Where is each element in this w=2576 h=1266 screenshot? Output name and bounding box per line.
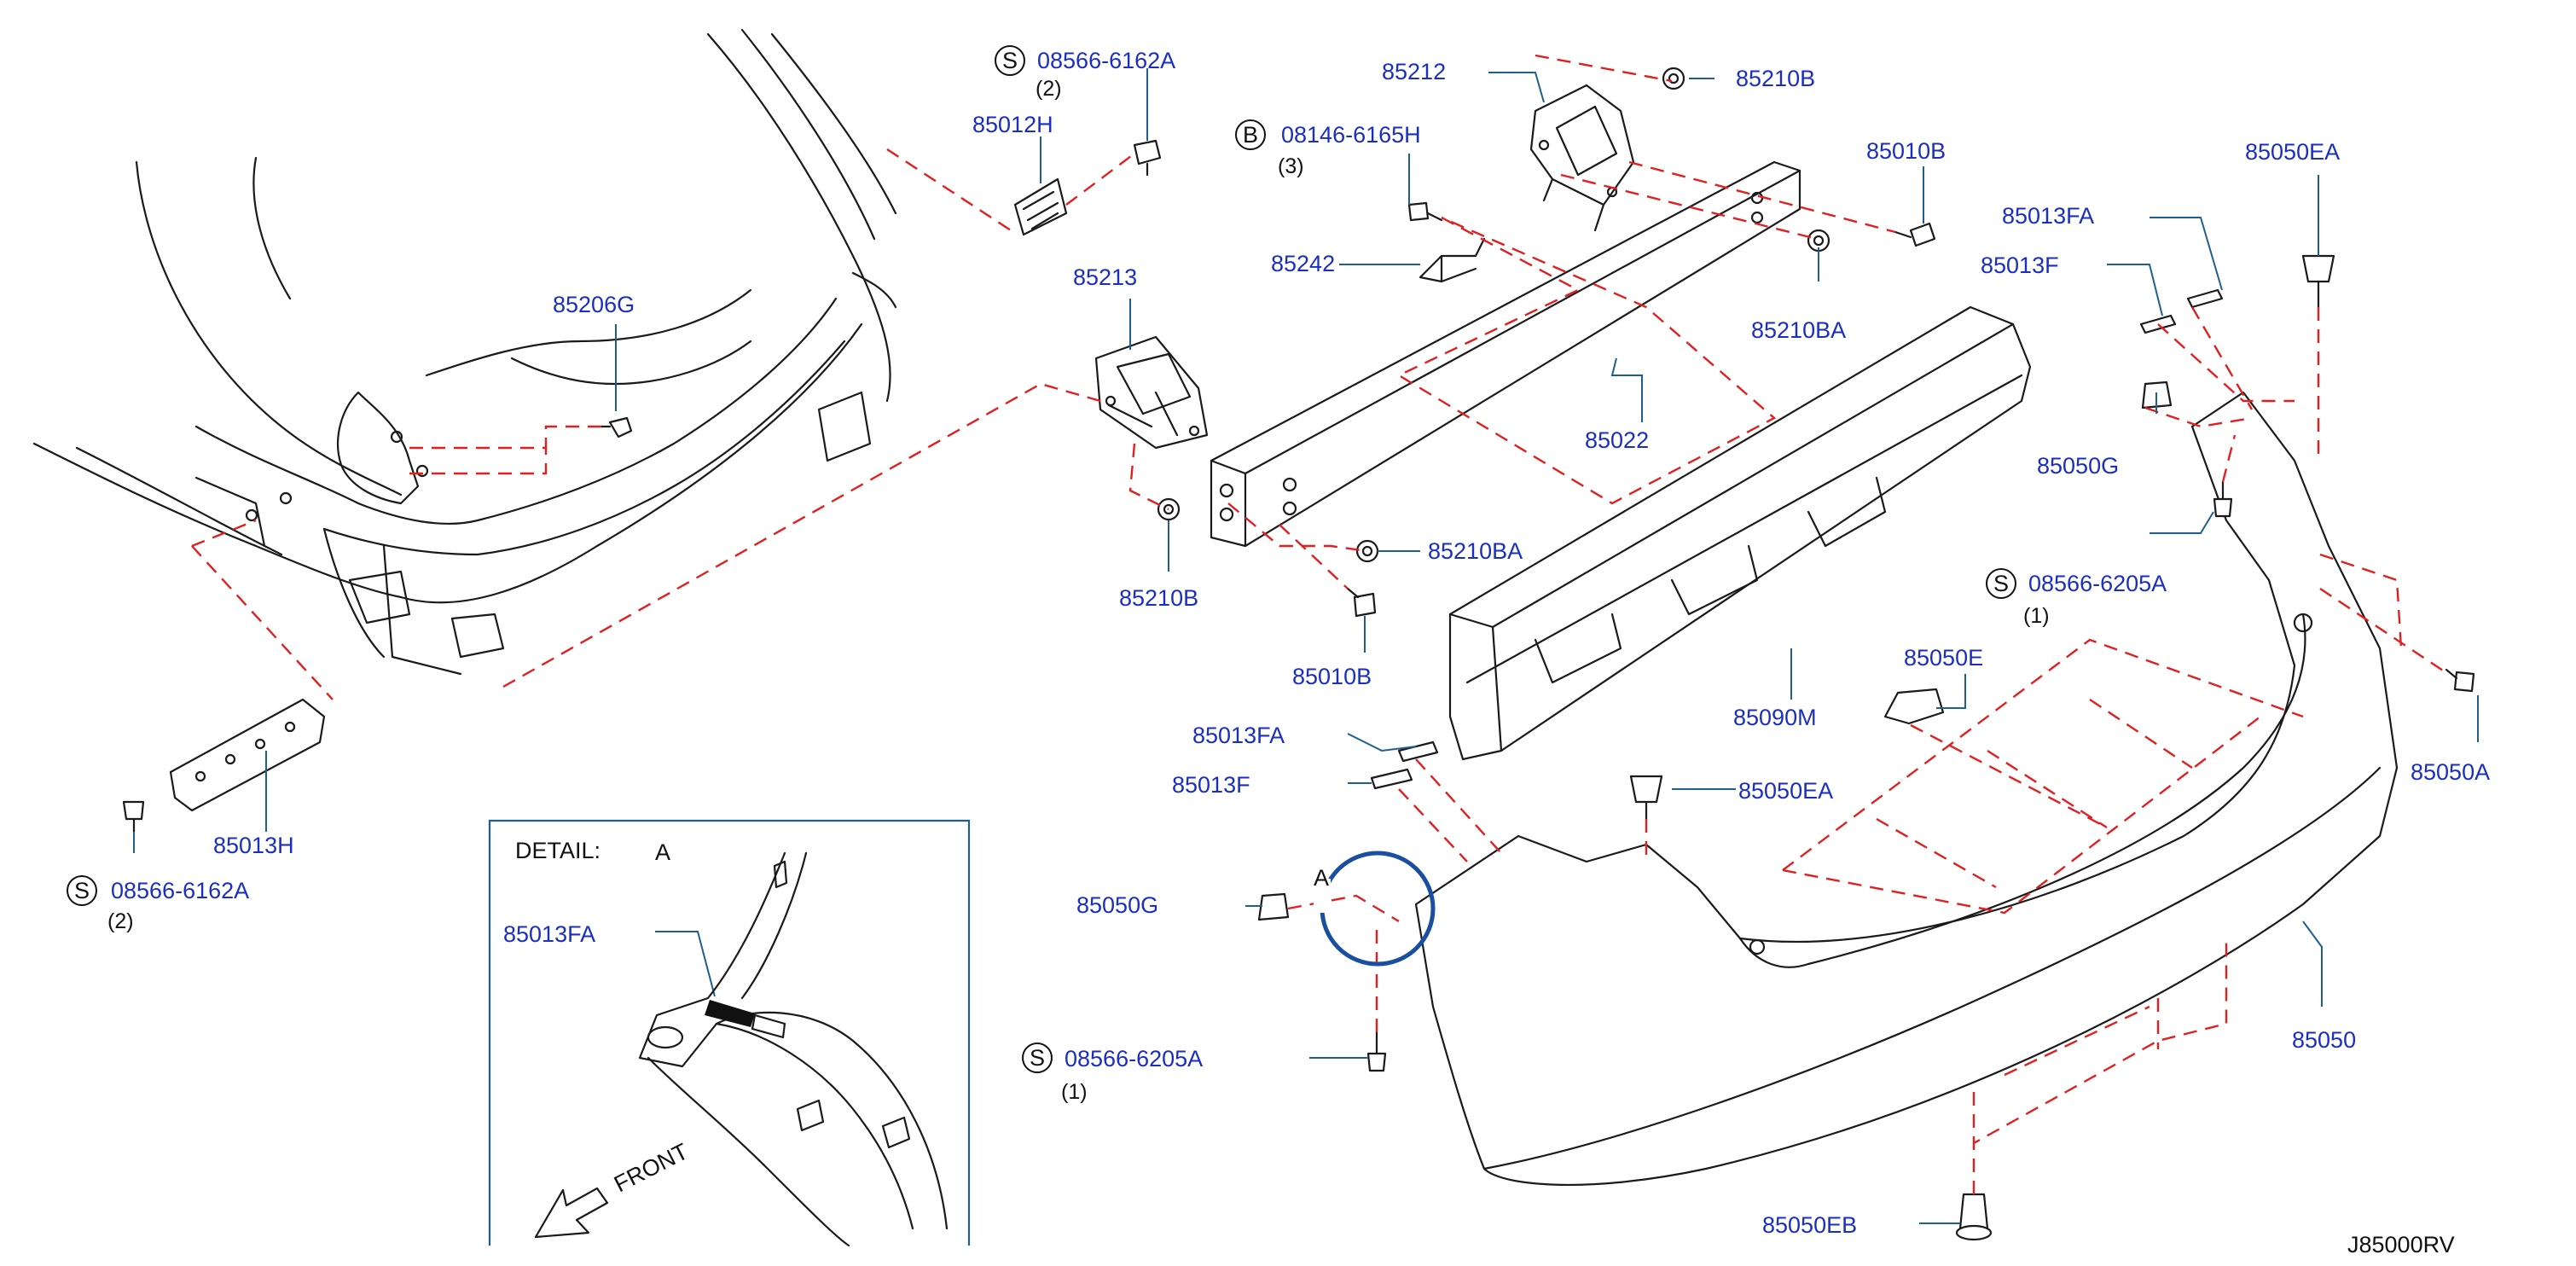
- pad-85013FA-mid: [1397, 740, 1439, 763]
- pad-85013F-mid: [1370, 768, 1413, 790]
- symbol-s-left: S: [67, 875, 97, 906]
- detail-a-break: [1314, 879, 1331, 913]
- symbol-s-top: S: [995, 45, 1025, 76]
- label-bolt-s3: 08566-6205A: [1065, 1046, 1203, 1071]
- label-bolt-s4: 08566-6162A: [111, 878, 249, 903]
- nut-85210BA-mid: [1355, 539, 1379, 563]
- label-bolt-b: 08146-6165H: [1281, 122, 1421, 148]
- label-85210B-mid: 85210B: [1119, 585, 1198, 611]
- bolt-85010B-top: [1894, 222, 1936, 247]
- svg-text:S: S: [1002, 48, 1018, 73]
- symbol-s-right: S: [1986, 568, 2016, 599]
- pad-85013FA-top: [2186, 288, 2224, 309]
- clip-85050EA-top: [2301, 254, 2335, 309]
- label-bolt-b-qty: (3): [1278, 154, 1304, 178]
- bracket-85012H: [1013, 177, 1068, 236]
- detail-heading: DETAIL:: [515, 838, 600, 863]
- label-85242: 85242: [1271, 251, 1335, 276]
- label-85090M: 85090M: [1733, 705, 1817, 730]
- reinforcement-85022: [1210, 160, 1801, 548]
- label-bolt-s4-qty: (2): [107, 909, 134, 933]
- part-labels: 85206G 85012H 08566-6162A (2) 08146-6165…: [107, 48, 2490, 1257]
- label-bolt-s2: 08566-6205A: [2028, 571, 2167, 596]
- body-side-panel: [32, 28, 897, 676]
- detail-ref: A: [655, 839, 670, 865]
- label-85050G-left: 85050G: [1076, 892, 1158, 918]
- bolt-85010B-mid: [1346, 587, 1377, 618]
- label-85212: 85212: [1382, 59, 1446, 84]
- detail-part-label: 85013FA: [503, 921, 595, 947]
- label-85013H: 85013H: [213, 833, 294, 858]
- label-bolt-s2-qty: (1): [2023, 604, 2050, 628]
- front-label: FRONT: [610, 1138, 692, 1197]
- screw-85050A: [2445, 668, 2475, 693]
- screw-08566-6162A-left: [122, 800, 145, 833]
- label-85210B-top: 85210B: [1736, 66, 1815, 91]
- label-85050EB: 85050EB: [1762, 1212, 1857, 1238]
- mounting-links: [191, 54, 2449, 1194]
- clip-85050EB: [1955, 1193, 1993, 1241]
- label-85210BA-top: 85210BA: [1751, 317, 1846, 343]
- clip-85050G-left: [1257, 892, 1290, 921]
- clip-85050EA-mid: [1629, 775, 1663, 821]
- nut-85210B-top: [1662, 67, 1685, 90]
- svg-text:S: S: [74, 878, 90, 903]
- screw-08566-6162A-top: [1133, 139, 1162, 177]
- label-85050EA-mid: 85050EA: [1738, 778, 1833, 804]
- bracket-85013H: [169, 698, 326, 812]
- detail-a-inset: DETAIL: A 85013FA FRONT: [488, 819, 971, 1247]
- label-85010B-mid: 85010B: [1292, 664, 1372, 689]
- label-85050E: 85050E: [1904, 645, 1983, 671]
- bumper-fascia-85050: [1414, 391, 2399, 1187]
- detail-a-callout: A: [1314, 865, 1329, 891]
- label-85050: 85050: [2292, 1027, 2356, 1053]
- screw-08566-6205A-left: [1366, 1031, 1387, 1072]
- label-85012H: 85012H: [972, 112, 1053, 137]
- energy-absorber-85090M: [1448, 305, 2032, 761]
- diagram-id: J85000RV: [2347, 1232, 2455, 1257]
- front-arrow-icon: [534, 1187, 609, 1239]
- label-85050EA-top: 85050EA: [2245, 139, 2340, 165]
- screw-08566-6205A-right: [2213, 480, 2233, 518]
- svg-text:S: S: [1993, 571, 2009, 596]
- bumper-bracket-85212: [1529, 84, 1635, 232]
- label-bolt-s3-qty: (1): [1061, 1080, 1088, 1104]
- svg-text:B: B: [1243, 122, 1258, 148]
- symbol-b: B: [1235, 119, 1266, 150]
- label-85013F-mid: 85013F: [1172, 772, 1250, 798]
- label-85206G: 85206G: [553, 292, 635, 317]
- label-85013F-top: 85013F: [1981, 253, 2059, 278]
- label-85022: 85022: [1585, 427, 1649, 453]
- bumper-bracket-85213: [1094, 335, 1209, 450]
- label-85213: 85213: [1073, 264, 1137, 290]
- leader-lines: [133, 68, 2479, 1224]
- label-85050G-right: 85050G: [2037, 453, 2119, 479]
- clip-85050E: [1883, 688, 1945, 725]
- bracket-85242: [1419, 237, 1486, 283]
- clip-85206G: [600, 416, 633, 438]
- label-85210BA-mid: 85210BA: [1428, 538, 1523, 564]
- label-bolt-s1: 08566-6162A: [1037, 48, 1175, 73]
- svg-text:S: S: [1030, 1045, 1045, 1071]
- label-85050A: 85050A: [2411, 759, 2490, 785]
- symbol-s-mid: S: [1022, 1042, 1053, 1073]
- label-85013FA-mid: 85013FA: [1192, 723, 1285, 748]
- label-85013FA-top: 85013FA: [2002, 203, 2094, 229]
- fasteners: [122, 67, 2475, 1241]
- label-bolt-s1-qty: (2): [1036, 77, 1062, 101]
- bolt-08146-6165H: [1407, 201, 1443, 222]
- label-85010B-top: 85010B: [1866, 138, 1946, 164]
